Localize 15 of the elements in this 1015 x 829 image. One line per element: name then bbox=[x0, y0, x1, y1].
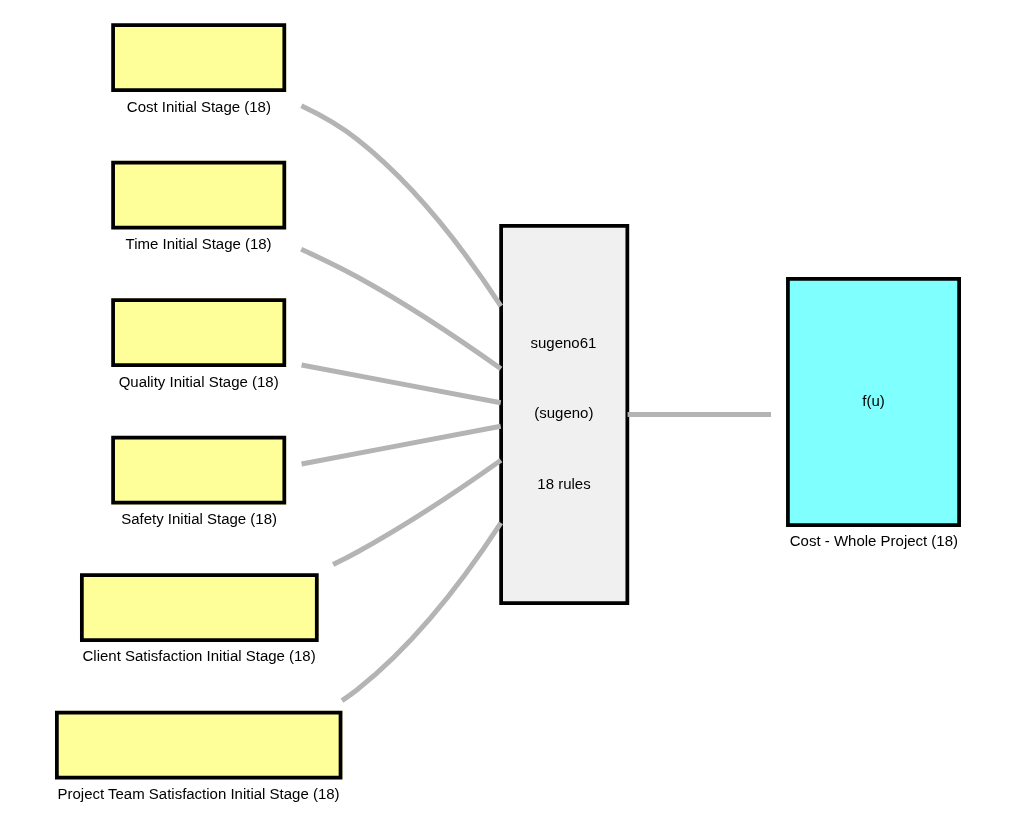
connector bbox=[299, 103, 503, 308]
node-label: Quality Initial Stage (18) bbox=[118, 372, 279, 390]
connector bbox=[627, 412, 771, 417]
connector bbox=[340, 521, 503, 703]
node-label: Safety Initial Stage (18) bbox=[120, 509, 277, 527]
node-label: Project Team Satisfaction Initial Stage (18) bbox=[56, 784, 340, 802]
node-label: Cost - Whole Project (18) bbox=[789, 532, 958, 550]
connector bbox=[331, 458, 502, 567]
node-label: Time Initial Stage (18) bbox=[125, 235, 272, 253]
node-label: Cost Initial Stage (18) bbox=[126, 97, 271, 115]
connector bbox=[300, 362, 501, 406]
node-label: Client Satisfaction Initial Stage (18) bbox=[81, 647, 316, 665]
node-box: sugeno61 (sugeno) 18 rules bbox=[498, 223, 629, 606]
connector bbox=[299, 247, 502, 371]
connector bbox=[300, 423, 501, 467]
